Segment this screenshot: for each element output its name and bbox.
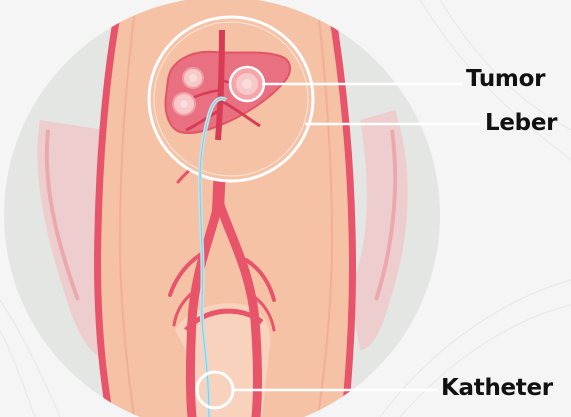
tumor-label: Tumor bbox=[466, 68, 545, 91]
catheter-label: Katheter bbox=[441, 377, 553, 400]
liver-label: Leber bbox=[485, 112, 557, 135]
